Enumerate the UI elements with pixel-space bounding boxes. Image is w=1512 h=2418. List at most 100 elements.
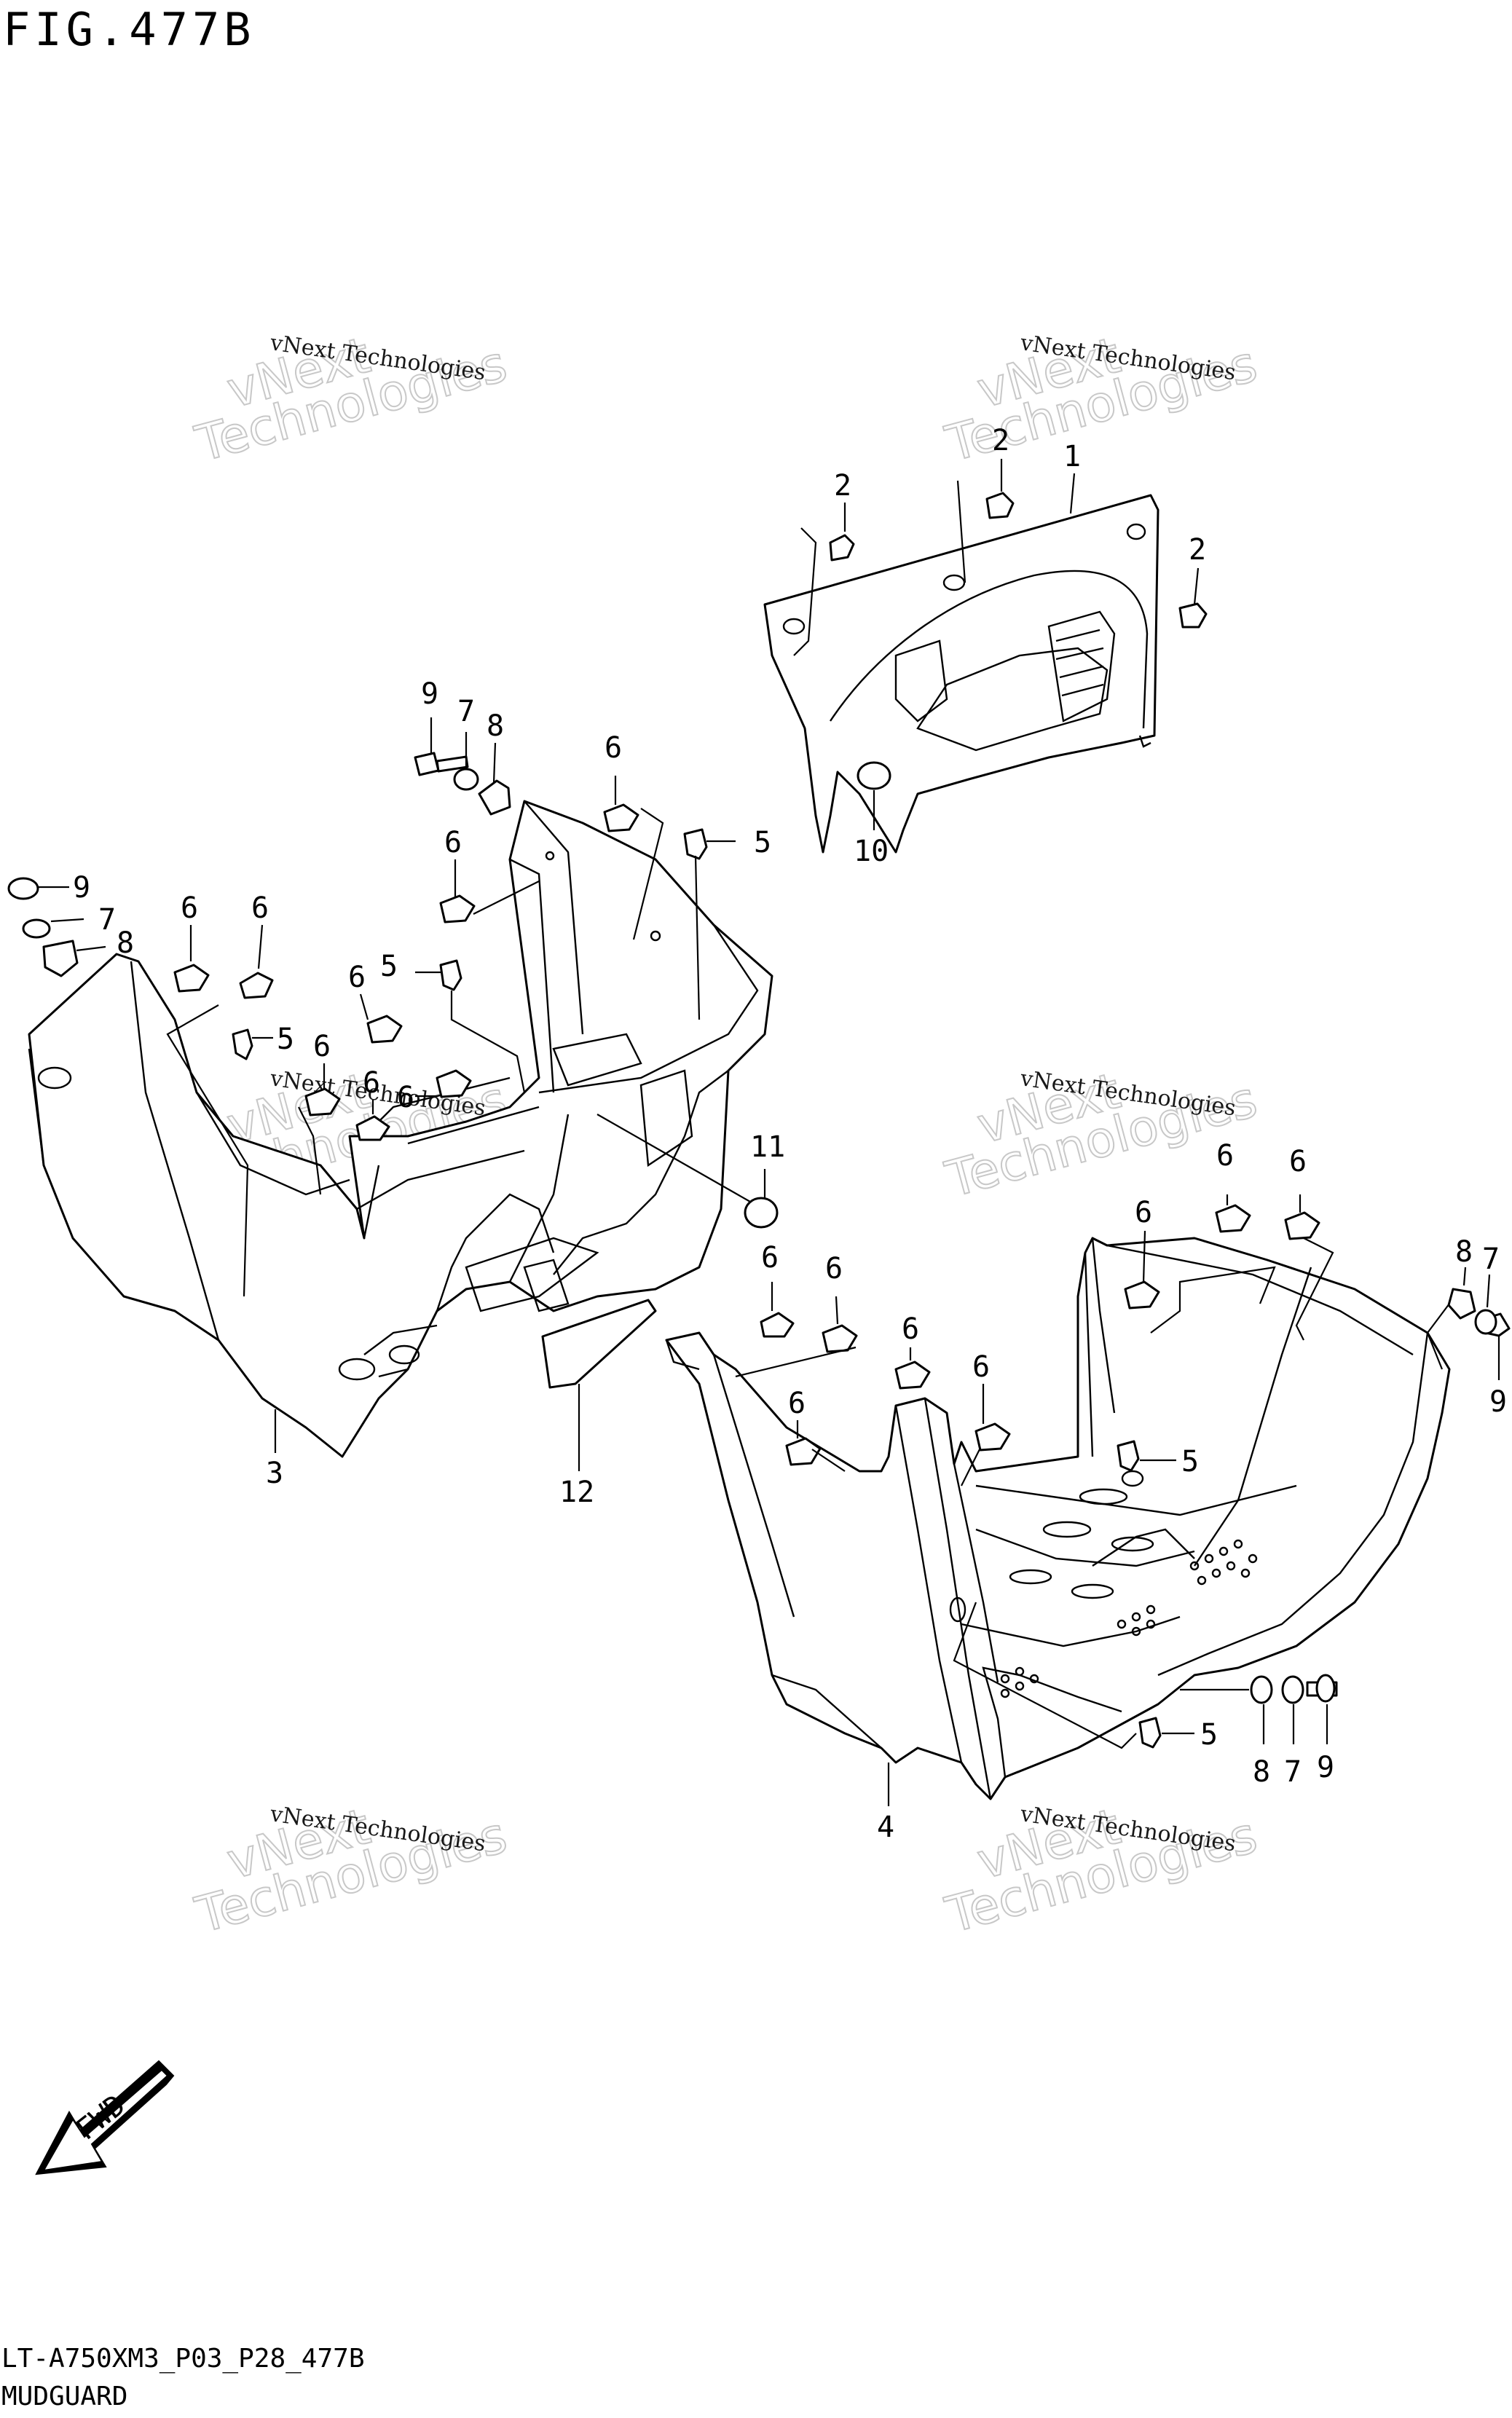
callout-6: 6 [1289,1145,1307,1178]
callout-1: 1 [1063,440,1081,473]
screw-2-a [829,503,855,562]
callout-12: 12 [559,1476,594,1509]
leader-6-m [961,1449,980,1486]
foot-grip-holes [1000,1539,1258,1698]
fwd-arrow: FWD [35,2060,175,2175]
screw-2-b [985,459,1015,519]
callout-2: 2 [1189,533,1206,567]
callout-7: 7 [1482,1243,1500,1276]
washer-7-left [22,918,84,939]
leader-1 [1069,473,1076,514]
leader-6-l [811,1449,846,1472]
callout-6: 6 [788,1387,806,1420]
callout-9: 9 [1317,1751,1334,1784]
callout-10: 10 [854,835,889,868]
callout-6: 6 [251,891,269,925]
watermark-top-right: vNext Technologies [940,326,1264,474]
clip-6-d [304,1063,341,1117]
callout-7: 7 [457,695,475,728]
callout-4: 4 [877,1811,894,1844]
leader-6-g [473,881,540,915]
washer-7-top [453,732,479,791]
clip-6-n [1124,1230,1160,1310]
clip-6-p [1284,1194,1320,1240]
leader-6-h [632,808,664,940]
leader-2 [956,480,966,583]
screw-5-b [415,959,462,991]
screw-2-c [1178,567,1208,629]
washer-8-right-bottom [1250,1675,1273,1744]
part-12-plate [541,1299,657,1471]
callout-6: 6 [902,1312,919,1346]
leader-5-b [450,991,526,1093]
clip-6-j [822,1296,858,1353]
callout-2: 2 [834,469,851,503]
leader-6-n [1150,1266,1276,1334]
clip-6-e [355,1100,390,1141]
callout-5: 5 [380,950,398,983]
figure-title: FIG.477B [3,3,256,56]
callout-6: 6 [444,826,462,859]
clip-6-h [603,776,639,832]
callout-5: 5 [1181,1445,1199,1478]
bolt-9-top [414,717,469,776]
clip-6-k [894,1347,931,1390]
clip-6-g [439,859,476,924]
callout-6: 6 [825,1252,843,1285]
callout-9: 9 [73,871,90,905]
leader-2 [793,527,817,656]
watermark-bottom-right: vNext Technologies [940,1797,1264,1945]
clip-6-o [1215,1194,1251,1233]
callout-6: 6 [181,891,198,925]
callout-6: 6 [397,1081,414,1114]
callout-6: 6 [1216,1139,1234,1173]
leader-6-d [298,1106,322,1195]
washer-7-right-bottom [1281,1675,1304,1744]
leader-5-c [694,855,701,1020]
clip-6-a [173,925,210,993]
watermark-bottom-left: vNext Technologies [189,1797,513,1945]
nut-8-right-top [1447,1267,1476,1320]
part-1-side-panel [763,494,1159,854]
leader-6-j [735,1346,857,1378]
leader-6-p [1295,1237,1334,1341]
grommet-10 [857,761,891,790]
part-11-cushion [596,1114,779,1229]
callout-8: 8 [117,926,134,960]
callout-6: 6 [348,961,366,994]
leader-8-r [1426,1303,1450,1370]
screw-5-c [683,828,736,860]
clip-6-b [239,924,274,999]
clip-6-l [785,1420,822,1466]
callout-8: 8 [1455,1235,1473,1269]
callout-2: 2 [992,424,1009,457]
callout-5: 5 [1200,1718,1218,1752]
callout-3: 3 [266,1457,283,1490]
clip-6-f [415,1069,472,1098]
leader-5-a [166,1004,249,1297]
screw-5-d [1117,1440,1176,1472]
callout-8: 8 [487,709,504,743]
callout-7: 7 [1284,1755,1302,1789]
assembly-name: MUDGUARD [1,2382,128,2411]
clip-6-c [359,993,403,1044]
screw-5-a [232,1028,273,1060]
model-code: LT-A750XM3_P03_P28_477B [1,2344,365,2374]
callouts: 1 2 2 2 10 9 7 8 6 5 6 9 7 8 6 6 5 6 5 6… [73,424,1507,1844]
callout-8: 8 [1253,1755,1270,1789]
callout-5: 5 [754,826,771,859]
part-4-rear-mudguard [665,1237,1451,1800]
watermark-mid-right: vNext Technologies [940,1062,1264,1210]
screw-5-e [1138,1717,1194,1749]
callout-9: 9 [1489,1385,1507,1419]
callout-6: 6 [1135,1196,1152,1229]
washer-7-right-top [1474,1274,1497,1335]
clip-6-m [974,1384,1011,1452]
clip-6-i [760,1282,795,1338]
leader-5-e [953,1602,1137,1749]
part-3-front-mudguard [28,800,773,1458]
callout-6: 6 [605,731,622,765]
bolt-9-right-bottom [1306,1674,1338,1744]
